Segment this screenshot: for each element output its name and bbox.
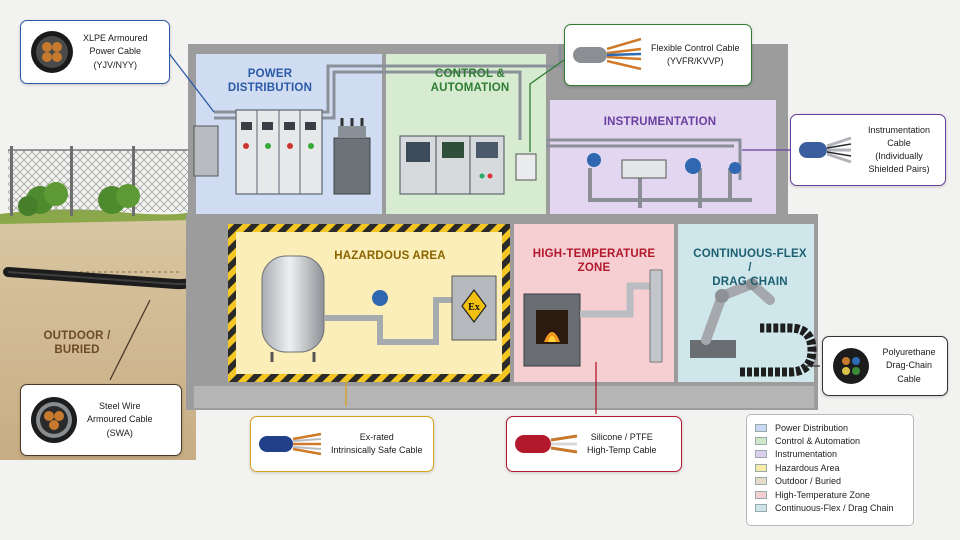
instrumentation-cable-icon [799, 136, 852, 164]
callout-text: Instrumentation Cable (Individually Shie… [867, 124, 931, 175]
legend: Power Distribution Control & Automation … [746, 414, 914, 526]
pressure-vessel [261, 255, 325, 362]
switchgear-panels [235, 109, 323, 195]
callout-text: Ex-rated Intrinsically Safe Cable [331, 431, 423, 455]
callout-instrumentation-cable: Instrumentation Cable (Individually Shie… [790, 114, 946, 186]
xlpe-cable-icon [31, 31, 73, 73]
legend-label: High-Temperature Zone [775, 489, 871, 500]
control-cabinets [399, 135, 505, 195]
callout-text: Steel Wire Armoured Cable (SWA) [87, 401, 153, 438]
legend-swatch [755, 477, 767, 486]
robot-arm [690, 278, 775, 358]
callout-polyurethane-drag-chain-cable: Polyurethane Drag-Chain Cable [822, 336, 948, 396]
junction-box [193, 125, 219, 177]
legend-label: Power Distribution [775, 422, 849, 433]
callout-text: Flexible Control Cable (YVFR/KVVP) [651, 42, 740, 66]
legend-swatch [755, 463, 767, 472]
ex-mark: Ex [468, 302, 480, 313]
furnace [523, 293, 581, 367]
legend-item: Outdoor / Buried [755, 475, 905, 488]
callout-leaders [109, 51, 820, 414]
legend-swatch [755, 490, 767, 499]
zone-title-instrumentation: INSTRUMENTATION [603, 116, 717, 128]
legend-item: Instrumentation [755, 448, 905, 461]
control-relay [515, 153, 537, 181]
process-pipe [324, 297, 452, 345]
callout-text: XLPE Armoured Power Cable (YJV/NYY) [83, 33, 148, 70]
drag-chain-cable-icon [833, 348, 869, 384]
silicone-cable-icon [515, 434, 578, 454]
zone-title-power-distribution: POWER DISTRIBUTION [227, 68, 313, 94]
legend-item: Continuous-Flex / Drag Chain [755, 501, 905, 514]
legend-swatch [755, 504, 767, 513]
legend-label: Outdoor / Buried [775, 476, 842, 487]
control-cable-icon [573, 37, 642, 71]
callout-silicone-ptfe-cable: Silicone / PTFE High-Temp Cable [506, 416, 682, 472]
zone-title-continuous-flex: CONTINUOUS-FLEX / DRAG CHAIN [693, 248, 807, 288]
flow-transmitter [372, 290, 388, 306]
legend-label: Hazardous Area [775, 462, 840, 473]
legend-item: Power Distribution [755, 421, 905, 434]
legend-swatch [755, 450, 767, 459]
instrument-manifold [587, 153, 752, 208]
legend-label: Control & Automation [775, 436, 861, 447]
ex-rated-cable-icon [259, 432, 322, 456]
callout-text: Polyurethane Drag-Chain Cable [882, 347, 936, 384]
transformer [333, 118, 371, 195]
zone-title-control-automation: CONTROL & AUTOMATION [430, 68, 510, 94]
zone-instrumentation [550, 100, 776, 214]
callout-text: Silicone / PTFE High-Temp Cable [587, 431, 657, 455]
zone-title-outdoor-buried: OUTDOOR / BURIED [43, 330, 111, 356]
legend-label: Continuous-Flex / Drag Chain [775, 503, 894, 514]
legend-item: Control & Automation [755, 434, 905, 447]
legend-label: Instrumentation [775, 449, 838, 460]
callout-ex-rated-cable: Ex-rated Intrinsically Safe Cable [250, 416, 434, 472]
legend-item: Hazardous Area [755, 461, 905, 474]
callout-steel-wire-armoured-cable: Steel Wire Armoured Cable (SWA) [20, 384, 182, 456]
explosion-proof-enclosure [451, 275, 497, 341]
exhaust-stack [649, 269, 663, 363]
zone-title-high-temperature: HIGH-TEMPERATURE ZONE [532, 248, 656, 274]
legend-item: High-Temperature Zone [755, 488, 905, 501]
callout-flexible-control-cable: Flexible Control Cable (YVFR/KVVP) [564, 24, 752, 86]
drag-chain [740, 323, 817, 377]
legend-swatch [755, 423, 767, 432]
zone-title-hazardous-area: HAZARDOUS AREA [334, 250, 446, 262]
callout-xlpe-armoured-cable: XLPE Armoured Power Cable (YJV/NYY) [20, 20, 170, 84]
legend-swatch [755, 437, 767, 446]
swa-cable-icon [31, 397, 77, 443]
